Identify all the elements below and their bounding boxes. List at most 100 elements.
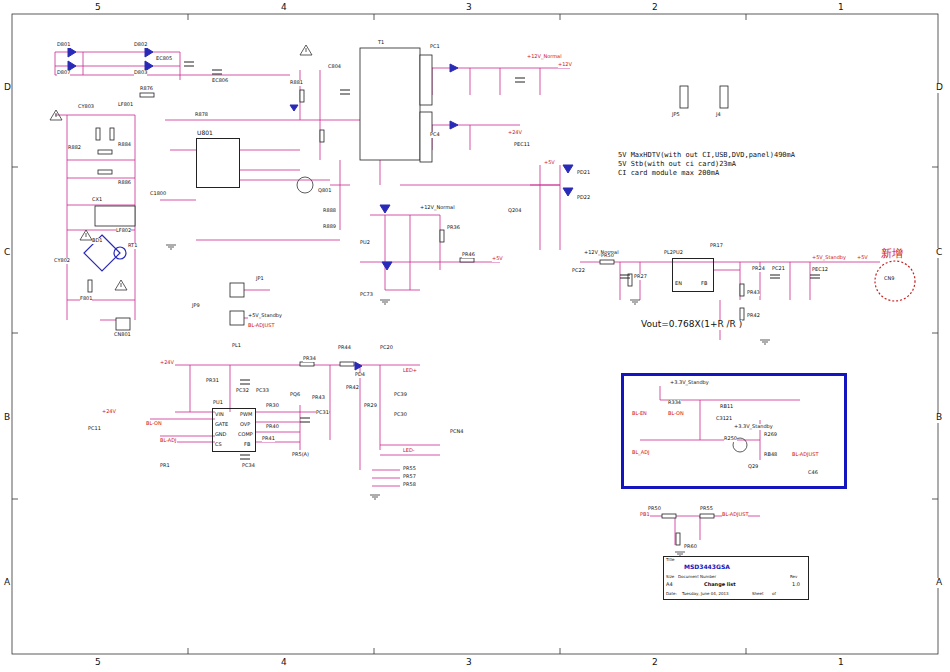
part-label: CY802 — [54, 258, 70, 264]
zone-marker: C — [4, 248, 10, 258]
zone-marker: C — [936, 248, 942, 258]
part-label: BL-ADJUST — [248, 323, 274, 329]
part-label: PC1 — [430, 44, 440, 50]
part-label: +12V_Normal — [527, 54, 562, 60]
zone-marker: 2 — [652, 3, 658, 13]
part-label: D801 — [57, 42, 70, 48]
node-text: MSD3443GSA — [684, 564, 730, 571]
node-text: RB11 — [720, 404, 733, 410]
part-label: +12V — [558, 62, 572, 68]
part-label: CY803 — [78, 104, 94, 110]
part-label: CN801 — [114, 332, 131, 338]
title-block: TitleMSD3443GSASizeDocument NumberRevA4C… — [663, 556, 809, 600]
part-label: EC805 — [156, 56, 172, 62]
part-label: BL-ADJUST — [722, 512, 748, 518]
part-label: PD4 — [355, 372, 365, 378]
node-text: PWM — [240, 412, 252, 418]
part-label: PD21 — [577, 170, 590, 176]
node-text: CS — [215, 442, 222, 448]
zone-marker: D — [936, 83, 943, 93]
node-text: FB — [244, 442, 250, 448]
part-label: R881 — [290, 80, 303, 86]
node-text: Title — [666, 558, 675, 562]
ic-box: U801 — [196, 138, 240, 188]
part-label: PR44 — [338, 345, 351, 351]
part-label: PL2 — [664, 250, 673, 256]
part-label: PC30 — [394, 412, 407, 418]
zone-marker: A — [936, 578, 942, 588]
part-label: PC31 — [316, 410, 329, 416]
part-label: PR1 — [160, 463, 170, 469]
part-label: PR41 — [262, 436, 275, 442]
part-label: C1800 — [150, 191, 166, 197]
part-label: PC22 — [572, 268, 585, 274]
part-label: D807 — [57, 70, 70, 76]
zone-marker: A — [4, 578, 10, 588]
part-label: PR55 — [700, 506, 713, 512]
part-label: T1 — [378, 40, 384, 46]
part-label: BL-ON — [146, 421, 162, 427]
part-label: PR43 — [747, 290, 760, 296]
zone-marker: 3 — [466, 658, 472, 668]
part-label: +5V_Standby — [248, 313, 282, 319]
zone-marker: 2 — [652, 658, 658, 668]
part-label: PC33 — [256, 388, 269, 394]
part-label: JP9 — [192, 303, 200, 309]
part-label: PR57 — [403, 474, 416, 480]
part-label: PEC12 — [812, 267, 828, 273]
part-label: JP5 — [672, 112, 680, 118]
node-text: C3121 — [716, 416, 732, 422]
part-label: 5V Stb(with out ci card)23mA — [618, 161, 736, 169]
node-text: +3.3V_Standby — [670, 380, 709, 386]
part-label: PR40 — [266, 424, 279, 430]
node-text: BL-ADJUST — [792, 452, 818, 458]
part-label: R888 — [323, 208, 336, 214]
part-label: PU2 — [360, 240, 370, 246]
part-label: PB1 — [640, 512, 650, 518]
part-label: +5V — [544, 160, 555, 166]
part-label: PR50 — [648, 506, 661, 512]
part-label: PC39 — [394, 392, 407, 398]
node-text: Document Number — [678, 575, 716, 579]
zone-marker: 1 — [838, 3, 844, 13]
node-text: PU2 — [673, 250, 683, 256]
part-label: PL1 — [232, 343, 241, 349]
part-label: PR43 — [312, 395, 325, 401]
part-label: CX1 — [92, 197, 102, 203]
node-text: EN — [675, 281, 682, 287]
part-label: BD1 — [92, 238, 102, 244]
zone-marker: 3 — [466, 3, 472, 13]
part-label: PCN4 — [450, 429, 463, 435]
part-label: PD22 — [577, 195, 590, 201]
part-label: LED- — [403, 448, 415, 454]
part-label: RT1 — [128, 243, 137, 249]
part-label: PQ6 — [290, 392, 300, 398]
part-label: Q204 — [508, 208, 521, 214]
part-label: CN9 — [884, 276, 894, 282]
part-label: PC11 — [88, 426, 101, 432]
node-text: RB48 — [764, 452, 777, 458]
zone-marker: 1 — [838, 658, 844, 668]
part-label: PR50 — [601, 253, 614, 259]
part-label: PR34 — [303, 356, 316, 362]
node-text: OVP — [240, 422, 250, 428]
node-text: GND — [215, 432, 226, 438]
zone-marker: 5 — [95, 3, 101, 13]
part-label: R876 — [140, 86, 153, 92]
node-text: U801 — [197, 130, 213, 137]
node-text: VIN — [215, 412, 224, 418]
part-label: PR42 — [346, 385, 359, 391]
zone-marker: 5 — [95, 658, 101, 668]
node-text: +3.3V_Standby — [734, 424, 773, 430]
node-text: R269 — [764, 432, 777, 438]
node-text: COMP — [238, 432, 253, 438]
part-label: JP1 — [256, 276, 264, 282]
part-label: PC32 — [236, 388, 249, 394]
part-label: R889 — [323, 224, 336, 230]
part-label: F801 — [80, 296, 92, 302]
ic-box: PU2ENFB — [672, 258, 714, 292]
part-label: PR46 — [462, 252, 475, 258]
part-label: J4 — [716, 112, 721, 118]
node-text: Date: — [666, 592, 677, 596]
